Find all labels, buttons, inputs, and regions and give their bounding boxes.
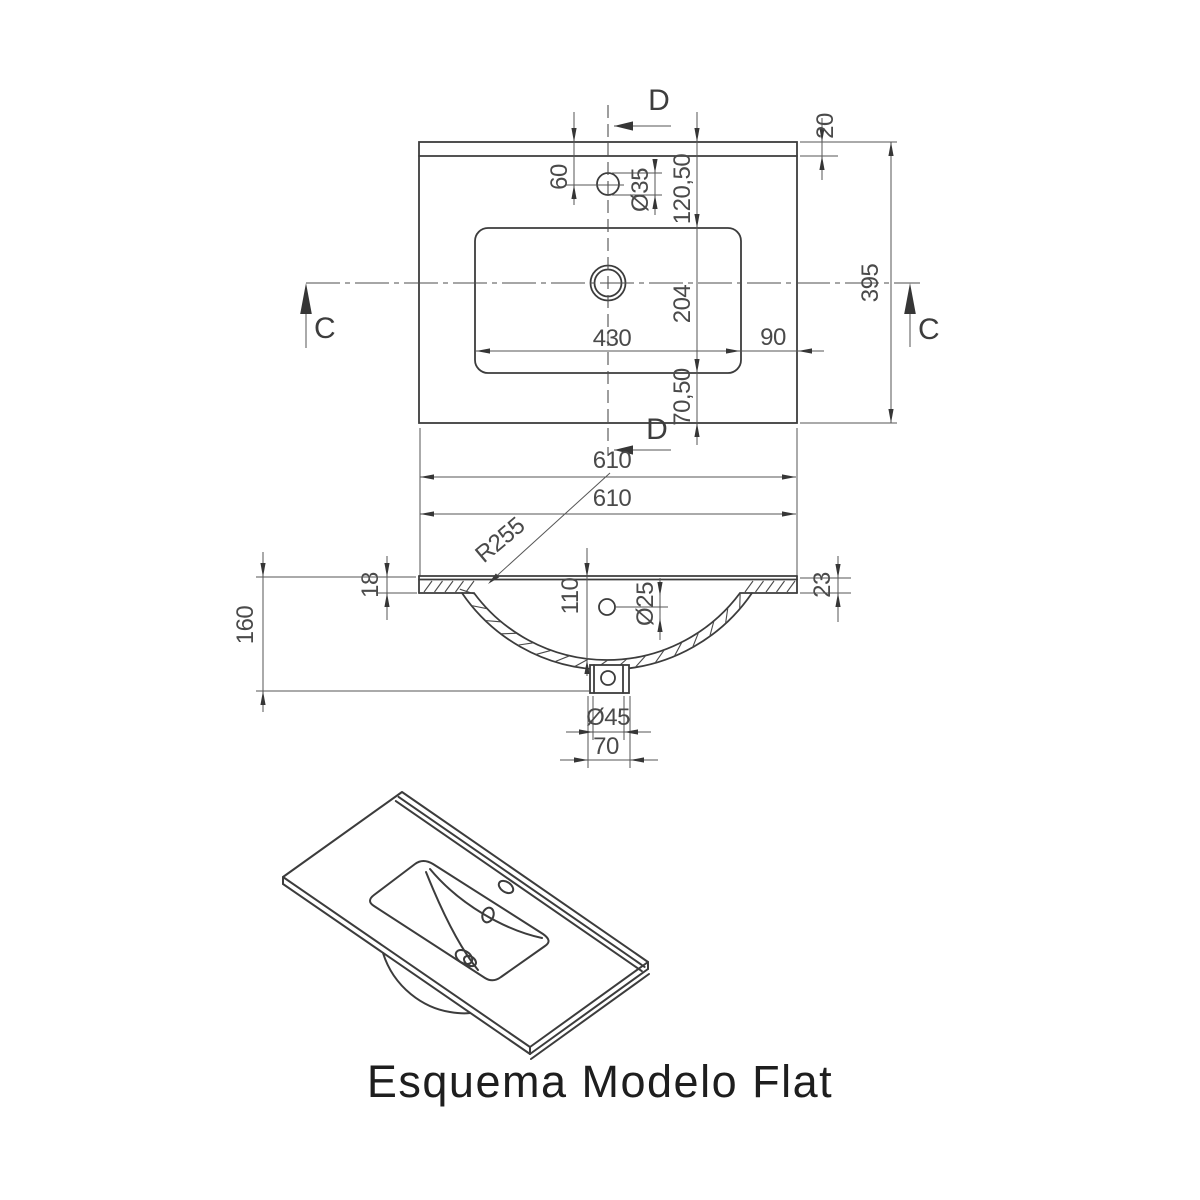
dim-bowl-radius: R255	[470, 512, 530, 568]
dim-bowl-depth: 110	[557, 577, 584, 614]
dim-faucet-offset: 60	[546, 164, 573, 190]
dim-basin-front-offset: 70,50	[669, 368, 696, 426]
dim-faucet-diameter: Ø35	[627, 168, 654, 212]
isometric-view	[282, 791, 650, 1060]
iso-drain-outer	[454, 948, 474, 966]
dim-back-edge: 20	[812, 113, 839, 139]
bowl-inner-arc	[473, 592, 741, 661]
dim-rim-left: 18	[357, 572, 384, 598]
dim-total-depth: 395	[857, 264, 884, 303]
dim-total-width-section: 610	[593, 485, 632, 512]
bowl-outer-arc	[461, 592, 753, 671]
section-d-label-bottom: D	[646, 413, 668, 446]
iso-backsplash-line1	[397, 795, 646, 968]
section-d-label-top: D	[648, 84, 670, 117]
dim-rim-right: 23	[809, 572, 836, 598]
iso-overflow-hole	[481, 906, 495, 924]
dim-basin-side-offset: 90	[760, 324, 786, 351]
dim-overall-height: 160	[232, 606, 259, 645]
dim-basin-back-offset: 120,50	[669, 154, 696, 225]
dim-overflow-diameter: Ø25	[632, 582, 659, 626]
iso-basin-outline	[369, 860, 550, 982]
section-d-arrow-bottom	[614, 445, 633, 455]
iso-drain-inner	[463, 954, 477, 968]
top-view: D D C C 60 Ø35 120,50 204 70,50	[300, 84, 940, 576]
drain-boss-hole	[600, 670, 616, 686]
section-c-label-left: C	[314, 312, 336, 345]
iso-bowl-underside	[382, 952, 471, 1015]
section-c-label-right: C	[918, 313, 940, 346]
dim-drain-width: 70	[593, 733, 619, 760]
overflow-hole	[598, 598, 616, 616]
iso-faucet-hole	[497, 879, 515, 895]
iso-backsplash-line2	[394, 800, 643, 973]
section-c-arrow-right	[904, 283, 916, 314]
section-hatching	[423, 580, 796, 670]
dim-total-width-plan: 610	[593, 447, 632, 474]
dim-drain-diameter: Ø45	[586, 704, 630, 731]
dim-basin-width: 430	[593, 325, 632, 352]
section-view: 610 R255 Ø25 110	[232, 472, 851, 768]
dim-basin-depth: 204	[669, 285, 696, 324]
drawing-title: Esquema Modelo Flat	[367, 1056, 833, 1107]
section-c-arrow-left	[300, 283, 312, 314]
section-d-arrow-top	[614, 121, 633, 131]
